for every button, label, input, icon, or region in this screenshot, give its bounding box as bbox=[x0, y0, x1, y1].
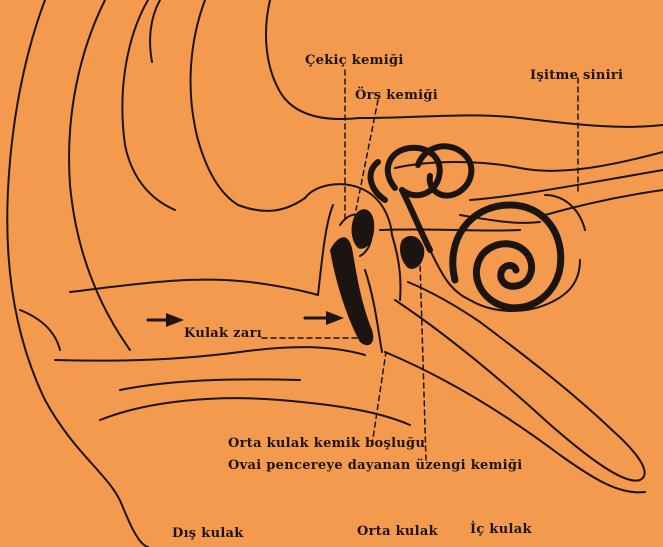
label-cekic-kemigi: Çekiç kemiği bbox=[305, 53, 404, 68]
label-ic-kulak: İç kulak bbox=[470, 522, 532, 537]
label-kulak-zari: Kulak zarı bbox=[184, 326, 262, 341]
label-oval-pencere-uzengi: Ovai pencereye dayanan üzengi kemiği bbox=[228, 458, 523, 473]
label-orta-kulak-kemik-boslugu: Orta kulak kemik boşluğu bbox=[228, 436, 425, 451]
label-ors-kemigi: Örs kemiği bbox=[355, 88, 438, 103]
ear-canal bbox=[20, 280, 365, 361]
label-dis-kulak: Dış kulak bbox=[172, 526, 244, 541]
cochlea bbox=[430, 195, 585, 311]
sound-direction-arrows bbox=[148, 311, 344, 327]
label-isitme-siniri: Işitme siniri bbox=[530, 68, 623, 83]
label-orta-kulak: Orta kulak bbox=[357, 524, 438, 539]
auditory-nerve bbox=[380, 152, 663, 231]
